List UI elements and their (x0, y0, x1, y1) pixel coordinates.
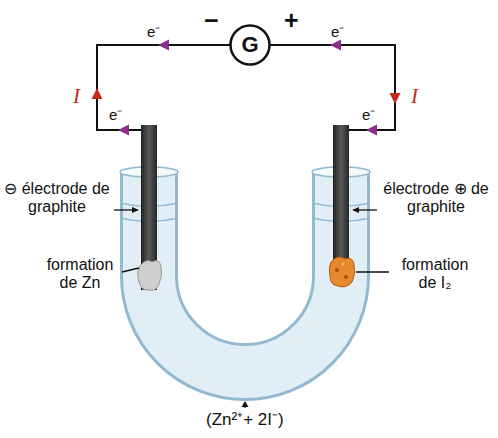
zinc-deposit (138, 261, 162, 291)
galvanometer-ring (231, 26, 270, 65)
wire (270, 45, 395, 130)
electrolyte-solution (149, 172, 341, 372)
iodine-speck (342, 263, 345, 266)
current-arrow (92, 88, 103, 99)
leader-arrowhead (132, 207, 139, 213)
leader-line (122, 268, 139, 272)
electron-arrow (118, 125, 129, 136)
terminal-sign: − (204, 8, 219, 33)
solution-label: (Zn²⁺+ 2I⁻) (206, 410, 284, 430)
electron-label: e⁻ (109, 106, 122, 123)
iodine-speck (335, 268, 339, 272)
deposit-label: formation de I₂ (393, 256, 477, 293)
current-label: I (73, 86, 80, 107)
current-arrow (390, 93, 401, 104)
galvanometer-circle: G (229, 24, 271, 66)
electron-arrow (366, 125, 377, 136)
leader-line (356, 271, 389, 272)
leader-arrowhead (352, 207, 359, 213)
electron-arrow (158, 40, 169, 51)
current-label: I (411, 86, 418, 107)
iodine-speck (344, 275, 348, 279)
electron-arrow (330, 40, 341, 51)
meter-letter: G (241, 34, 258, 56)
terminal-sign: + (284, 8, 299, 33)
u-tube-glass (149, 172, 341, 372)
electrode-label: ⊖ électrode de graphite (2, 180, 112, 217)
leader-arrowhead (242, 401, 249, 407)
electron-label: e⁻ (331, 23, 344, 40)
wire (97, 45, 230, 130)
electron-label: e⁻ (362, 106, 375, 123)
electrode-label: électrode ⊕ de graphite (379, 180, 493, 217)
electron-label: e⁻ (147, 23, 160, 40)
iodine-deposit (329, 257, 354, 287)
deposit-label: formation de Zn (38, 256, 122, 293)
